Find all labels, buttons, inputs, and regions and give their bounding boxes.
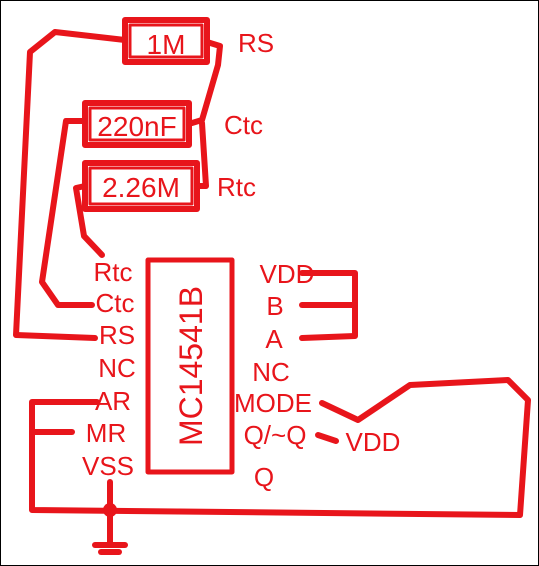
pin-vss: VSS: [82, 451, 134, 481]
pin-nc-right: NC: [252, 357, 290, 387]
pin-vdd: VDD: [260, 259, 315, 289]
net-label-rtc: Rtc: [217, 172, 256, 202]
wire-rs-ctc: [189, 39, 223, 126]
pin-b: B: [266, 291, 283, 321]
pin-mr: MR: [86, 418, 126, 448]
pin-q: Q: [254, 462, 274, 492]
pin-rtc: Rtc: [94, 257, 133, 287]
pin-nc-left: NC: [98, 353, 136, 383]
pin-a: A: [265, 324, 283, 354]
capacitor-ctc-inner: [88, 106, 186, 142]
junction-dot-icon: [103, 503, 117, 517]
resistor-rtc-value: 2.26M: [102, 172, 180, 203]
ic-part-number: MC14541B: [173, 286, 209, 446]
ic-body[interactable]: [145, 257, 235, 475]
net-label-vdd: VDD: [346, 427, 401, 457]
wire-rs-left: [13, 29, 128, 341]
capacitor-ctc-value: 220nF: [97, 111, 176, 142]
wire-rtc-left: [73, 183, 105, 258]
wire-ar-mode-loop: [29, 377, 531, 518]
net-label-rs: RS: [238, 28, 274, 58]
pin-q-notq: Q/~Q: [244, 420, 307, 450]
resistor-rs-inner: [128, 23, 204, 59]
wire-q-vdd: [315, 432, 339, 444]
net-label-ctc: Ctc: [224, 110, 263, 140]
pin-ctc: Ctc: [96, 288, 135, 318]
wire-ctc-left: [39, 118, 95, 308]
pin-mode: MODE: [234, 388, 312, 418]
pin-rs: RS: [99, 320, 135, 350]
resistor-rtc-inner: [88, 166, 194, 206]
wire-ctc-rtc: [194, 120, 209, 189]
ground-icon: [92, 542, 128, 555]
pin-ar: AR: [95, 386, 131, 416]
resistor-rs-value: 1M: [147, 29, 186, 60]
